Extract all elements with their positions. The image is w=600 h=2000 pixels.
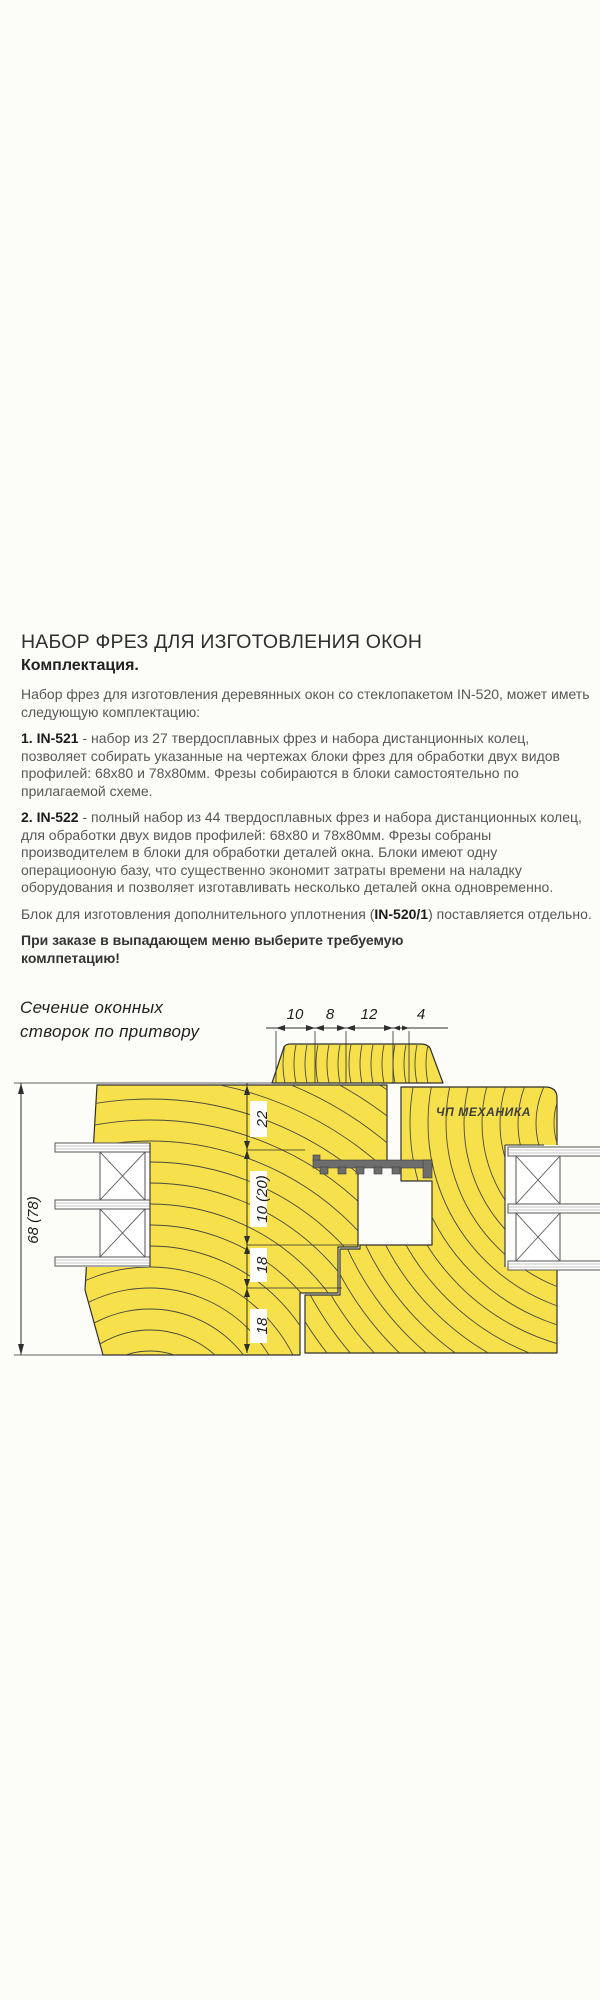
seal-block-note: Блок для изготовления дополнительного уп… bbox=[21, 906, 593, 924]
dim-chain-top bbox=[266, 1027, 448, 1083]
kit-item-1-code: 1. IN-521 bbox=[21, 730, 79, 746]
dim-top-8: 8 bbox=[326, 1006, 335, 1023]
section-drawing: Сечение оконных створок по притвору bbox=[14, 998, 600, 1356]
drawing-caption-line1: Сечение оконных bbox=[20, 998, 163, 1017]
seal-block-code: IN-520/1 bbox=[374, 905, 429, 922]
seal-block-note-suffix: ) поставляется отдельно. bbox=[428, 905, 592, 922]
dim-side-10-20: 10 (20) bbox=[254, 1175, 271, 1223]
weather-seal-icon bbox=[312, 1154, 433, 1179]
dim-top-4: 4 bbox=[417, 1006, 425, 1023]
kit-item-2-text: - полный набор из 44 твердосплавных фрез… bbox=[21, 809, 582, 895]
order-note: При заказе в выпадающем меню выберите тр… bbox=[21, 932, 404, 966]
dim-side-18b: 18 bbox=[254, 1317, 271, 1334]
left-spacer-cross bbox=[99, 1151, 146, 1258]
dim-top-10: 10 bbox=[287, 1006, 304, 1023]
kit-item-1-text: - набор из 27 твердосплавных фрез и набо… bbox=[21, 730, 560, 799]
dim-chain-side-arrows bbox=[244, 1085, 250, 1353]
left-glazing-unit bbox=[54, 1142, 151, 1267]
dim-height-label: 68 (78) bbox=[25, 1196, 42, 1244]
seal-block-note-prefix: Блок для изготовления дополнительного уп… bbox=[21, 905, 375, 922]
dim-chain-side bbox=[246, 1083, 362, 1353]
kit-item-1: 1. IN-521 - набор из 27 твердосплавных ф… bbox=[21, 730, 593, 800]
dim-height: 68 (78) bbox=[14, 1082, 302, 1356]
kit-item-2-code: 2. IN-522 bbox=[21, 809, 79, 825]
product-description: НАБОР ФРЕЗ ДЛЯ ИЗГОТОВЛЕНИЯ ОКОН Комплек… bbox=[21, 631, 599, 976]
right-glazing-unit bbox=[504, 1144, 600, 1271]
intro-paragraph: Набор фрез для изготовления деревянных о… bbox=[21, 686, 590, 720]
dim-chain-top-arrows bbox=[276, 1025, 409, 1031]
kit-item-2: 2. IN-522 - полный набор из 44 твердоспл… bbox=[21, 809, 593, 897]
drawing-caption-line2: створок по притвору bbox=[20, 1022, 200, 1041]
dim-top-12: 12 bbox=[361, 1006, 378, 1023]
dim-side-18a: 18 bbox=[254, 1256, 271, 1273]
overlap-nib bbox=[271, 1043, 444, 1084]
right-spacer-cross bbox=[515, 1155, 561, 1262]
dim-chain-side-labels: 22 10 (20) 18 18 bbox=[250, 1101, 271, 1343]
page-title: НАБОР ФРЕЗ ДЛЯ ИЗГОТОВЛЕНИЯ ОКОН bbox=[21, 631, 423, 653]
brand-label: ЧП МЕХАНИКА bbox=[436, 1105, 531, 1119]
section-subtitle: Комплектация. bbox=[21, 657, 139, 674]
dim-side-22: 22 bbox=[254, 1110, 271, 1128]
